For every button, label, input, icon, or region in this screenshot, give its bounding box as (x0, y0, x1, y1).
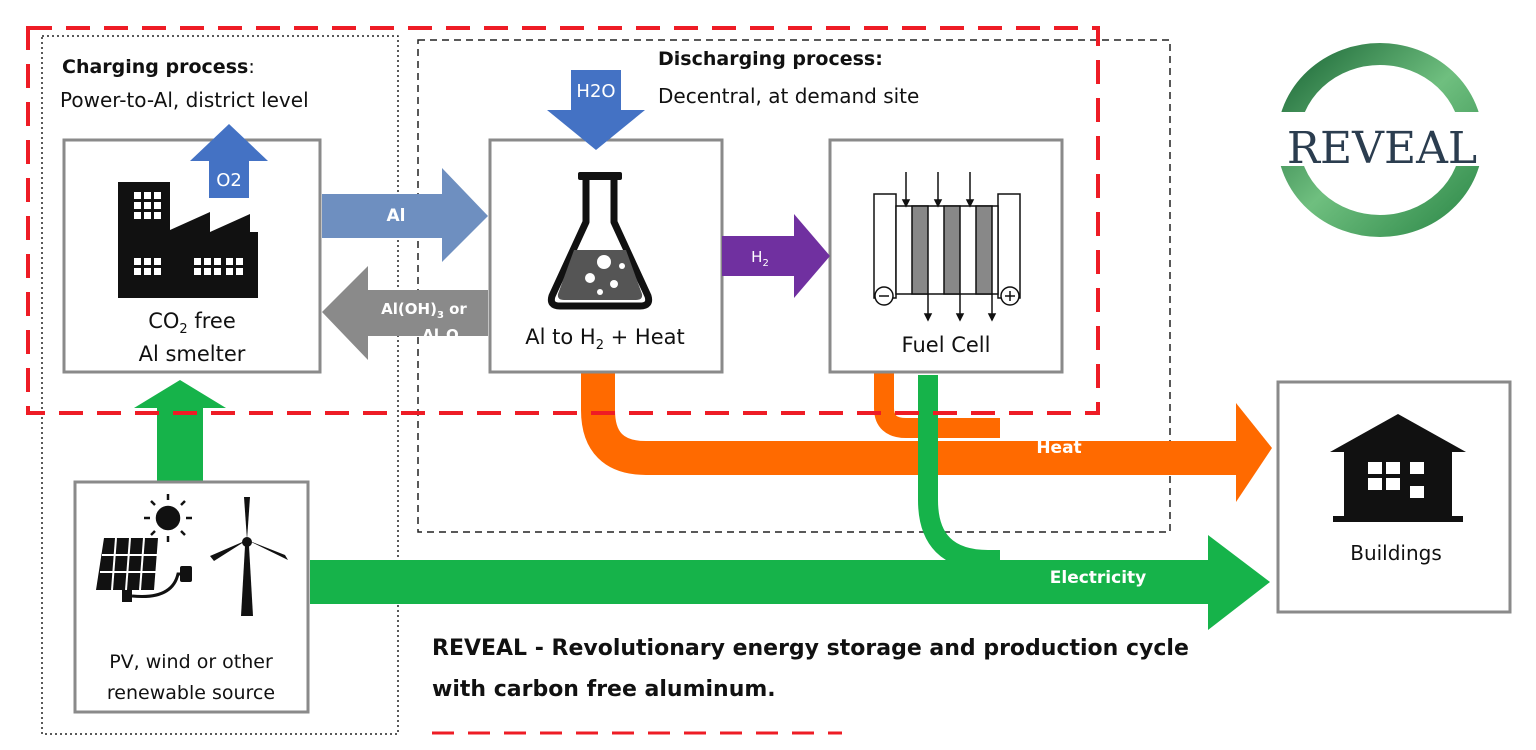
return-arrow-label-line1: Al(OH)3 or (381, 300, 467, 321)
reveal-scope-border (26, 26, 1100, 415)
heat-label: Heat (1036, 438, 1081, 458)
sun-icon (144, 494, 192, 542)
solar-panel-icon (96, 537, 192, 602)
electricity-label: Electricity (1050, 568, 1147, 588)
logo-text: REVEAL (1287, 123, 1477, 174)
flask-icon (547, 172, 653, 310)
h2o-label: H2O (576, 81, 615, 102)
source-label-line2: renewable source (107, 682, 275, 704)
charging-region-border (41, 35, 399, 735)
h2o-arrow (547, 70, 645, 150)
house-icon (1330, 414, 1466, 522)
discharging-region-border (417, 39, 1171, 533)
fuel-cell-icon (873, 172, 1021, 322)
discharging-title: Discharging process: (658, 48, 883, 70)
caption-line1: REVEAL - Revolutionary energy storage an… (432, 636, 1189, 661)
return-arrow-label-line2: Al2O3 (422, 326, 466, 347)
discharging-subtitle: Decentral, at demand site (658, 84, 920, 108)
factory-icon (118, 182, 258, 298)
wind-turbine-icon (210, 497, 288, 616)
al-arrow-label: Al (387, 206, 406, 226)
smelter-label-line2: Al smelter (139, 342, 246, 366)
h2-arrow-label: H2 (751, 248, 769, 269)
buildings-label: Buildings (1350, 541, 1442, 565)
charging-title: Charging process: (62, 56, 255, 78)
return-arrow (322, 266, 488, 360)
al-arrow (322, 168, 488, 262)
electricity-flow (134, 375, 1270, 630)
h2-arrow (722, 214, 830, 298)
charging-subtitle: Power-to-Al, district level (60, 88, 309, 112)
solar-wind-icon (96, 494, 288, 616)
caption-line2: with carbon free aluminum. (432, 677, 776, 702)
reactor-label: Al to H2 + Heat (525, 325, 684, 353)
o2-arrow (190, 124, 268, 198)
smelter-label-line1: CO2 free (148, 309, 236, 337)
charging-title-text: Charging process (62, 56, 249, 78)
charging-title-colon: : (248, 56, 255, 78)
reveal-logo: REVEAL (1276, 43, 1486, 237)
fuel-cell-label: Fuel Cell (902, 333, 991, 357)
source-box (73, 480, 310, 714)
o2-label: O2 (216, 170, 242, 191)
source-label-line1: PV, wind or other (109, 651, 273, 673)
